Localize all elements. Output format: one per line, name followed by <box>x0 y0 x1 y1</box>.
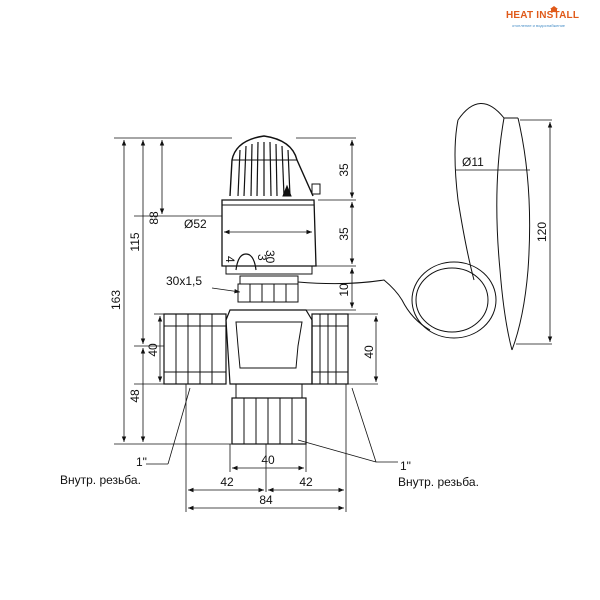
dim-84: 84 <box>259 493 273 507</box>
dim-diameter-52: Ø52 <box>184 217 207 231</box>
callout-left-label: Внутр. резьба. <box>60 473 141 487</box>
dim-163: 163 <box>109 290 123 310</box>
dim-sensor-length: 120 <box>535 222 549 242</box>
capillary-sensor <box>297 103 531 351</box>
dim-35-top: 35 <box>337 163 351 177</box>
scale-mark-4: 4 <box>223 256 237 263</box>
dim-88: 88 <box>147 211 161 225</box>
dim-35-mid: 35 <box>337 227 351 241</box>
dimension-lines <box>114 119 553 512</box>
dim-115: 115 <box>128 232 142 251</box>
dim-42-left: 42 <box>220 475 234 489</box>
dim-sensor-diameter: Ø11 <box>462 155 484 169</box>
scale-mark-30: 30 <box>263 250 277 264</box>
brand-logo: HEAT INSTALL отопление и водоснабжение <box>506 6 598 34</box>
dim-40-right: 40 <box>362 345 376 359</box>
house-icon <box>550 6 558 12</box>
callout-left-size: 1" <box>136 455 147 469</box>
dim-thread-30x1-5: 30x1,5 <box>166 274 202 288</box>
callout-right-label: Внутр. резьба. <box>398 475 479 489</box>
brand-tagline: отопление и водоснабжение <box>512 23 566 28</box>
callout-right-size: 1" <box>400 459 411 473</box>
dim-bottom-40: 40 <box>261 453 275 467</box>
dim-40-left: 40 <box>146 343 160 357</box>
dim-10: 10 <box>337 283 351 297</box>
dim-42-right: 42 <box>299 475 313 489</box>
scale-mark-3: 3 <box>255 254 269 261</box>
brand-name: HEAT INSTALL <box>506 10 580 21</box>
valve-body-outline <box>163 135 349 445</box>
dim-48: 48 <box>128 389 142 403</box>
